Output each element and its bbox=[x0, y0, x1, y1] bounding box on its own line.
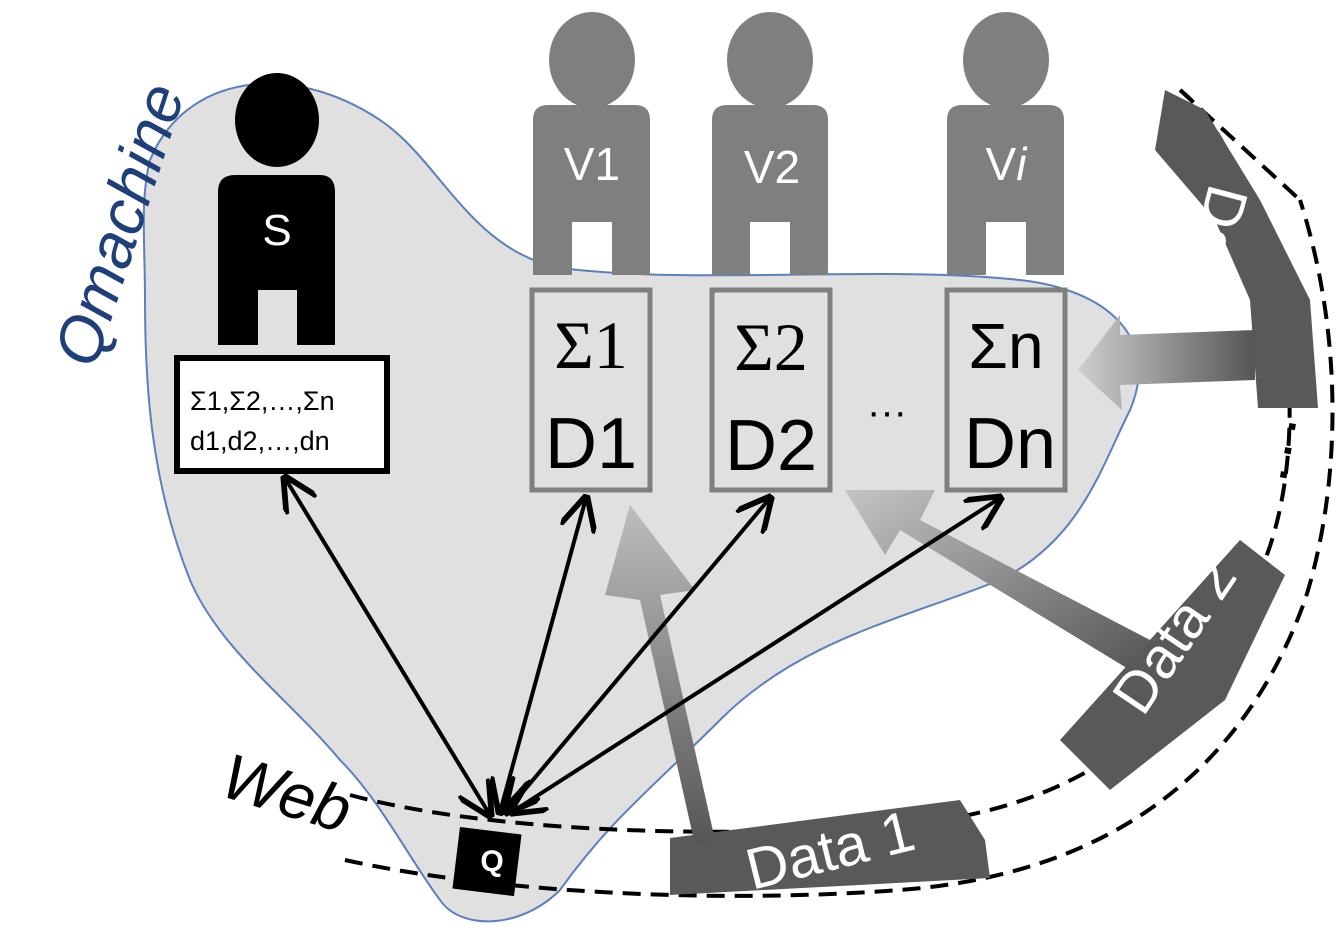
volunteer-i-label: Vi bbox=[986, 138, 1029, 190]
q-node-label: Q bbox=[480, 845, 503, 878]
q-node-box bbox=[452, 827, 522, 897]
data-n-arrow bbox=[1078, 315, 1255, 410]
data-ellipsis-label: . . . bbox=[1270, 418, 1329, 487]
data-n-band bbox=[1155, 90, 1318, 408]
web-arc-outer bbox=[349, 88, 1292, 834]
volunteers-ellipsis: ··· bbox=[867, 390, 907, 434]
data-1-band bbox=[670, 800, 990, 895]
volunteer-i-body bbox=[947, 105, 1064, 275]
web-arc-inner bbox=[344, 199, 1335, 898]
volunteer-i-box bbox=[944, 287, 1068, 493]
server-body bbox=[218, 175, 335, 345]
volunteer-1-label: V1 bbox=[564, 138, 620, 190]
volunteer-1-body bbox=[533, 105, 650, 275]
volunteer-2-sigma: Σ2 bbox=[734, 309, 808, 385]
server-box-line1: Σ1,Σ2,…,Σn bbox=[190, 386, 335, 416]
volunteer-1-head bbox=[549, 12, 635, 108]
volunteer-2-data: D2 bbox=[725, 406, 817, 486]
q-node: Q bbox=[452, 827, 522, 897]
volunteer-2-box bbox=[709, 287, 833, 493]
volunteer-1-data: D1 bbox=[545, 404, 637, 484]
data-1-label: Data 1 bbox=[739, 798, 921, 902]
server-head bbox=[235, 73, 319, 167]
volunteer-2-figure: V2 bbox=[712, 12, 828, 275]
volunteer-i-sigma: Σn bbox=[968, 310, 1043, 382]
volunteer-i-data: Dn bbox=[964, 404, 1056, 484]
volunteer-1-figure: V1 bbox=[533, 12, 650, 275]
server-label: S bbox=[262, 206, 291, 255]
server-figure: S bbox=[218, 73, 335, 345]
arrow-q-to-vi bbox=[512, 498, 1000, 812]
volunteer-i-head bbox=[963, 12, 1049, 108]
server-data-box bbox=[174, 355, 390, 474]
arrow-q-to-server bbox=[285, 478, 490, 815]
data-2-band bbox=[1060, 540, 1285, 790]
volunteer-2-label: V2 bbox=[744, 141, 800, 193]
volunteer-1-sigma: Σ1 bbox=[554, 307, 628, 383]
volunteer-2-body bbox=[712, 105, 828, 275]
volunteer-i-figure: Vi bbox=[947, 12, 1064, 275]
volunteer-2-head bbox=[727, 12, 813, 108]
server-box-line2: d1,d2,…,dn bbox=[190, 426, 330, 456]
